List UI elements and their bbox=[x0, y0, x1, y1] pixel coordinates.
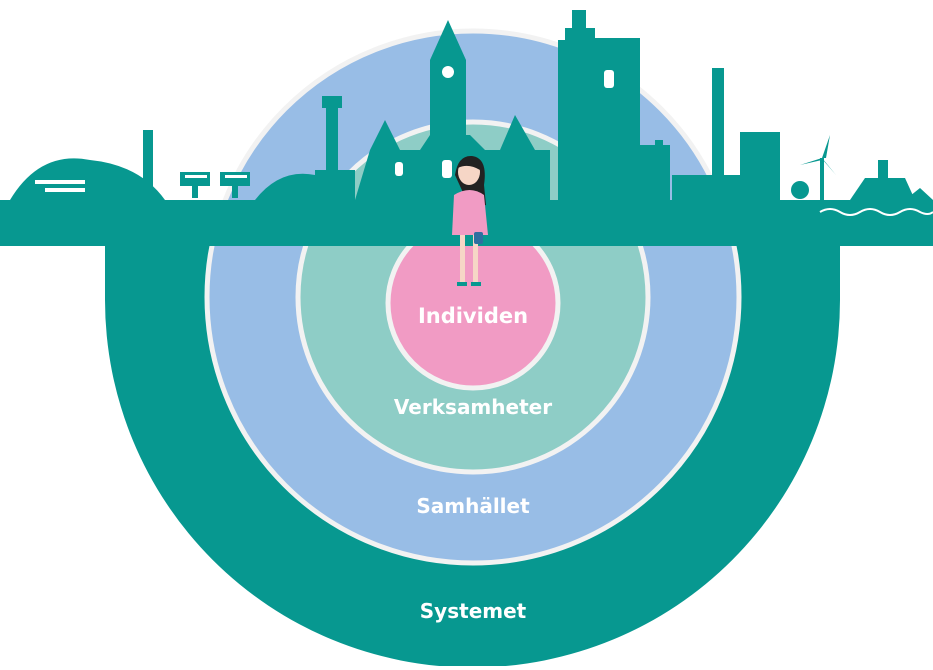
rings bbox=[105, 28, 840, 668]
lighthouse-icon bbox=[326, 105, 338, 200]
arena-dome-icon bbox=[10, 158, 165, 200]
label-systemet: Systemet bbox=[420, 599, 527, 623]
ship-icon bbox=[850, 160, 915, 200]
factory-chimney-icon bbox=[143, 130, 153, 200]
tree-icon bbox=[791, 181, 809, 199]
skyline bbox=[10, 10, 933, 202]
label-individen: Individen bbox=[418, 304, 528, 328]
castle-tower-icon bbox=[558, 10, 640, 200]
woman-figure-icon bbox=[452, 155, 488, 286]
label-samhallet: Samhället bbox=[416, 494, 530, 518]
wind-turbine-icon bbox=[800, 135, 836, 200]
label-verksamheter: Verksamheter bbox=[394, 395, 552, 419]
